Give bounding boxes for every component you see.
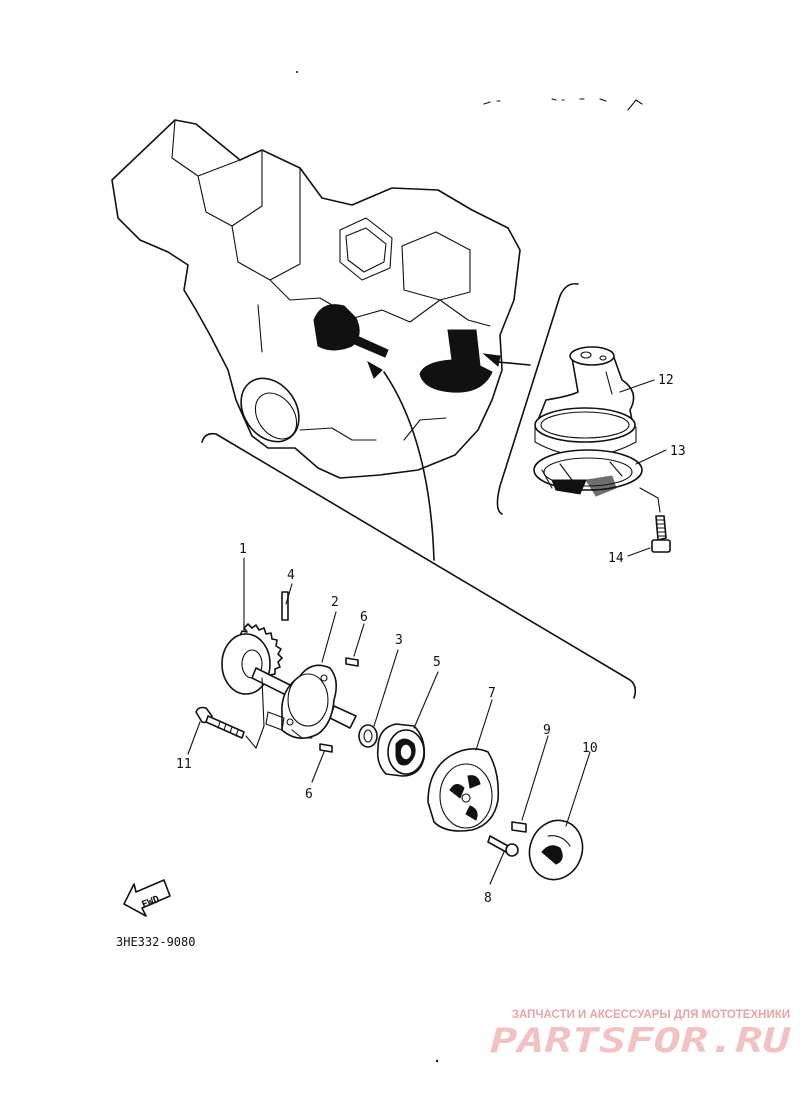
callout-3: 3: [395, 633, 403, 648]
callout-8: 8: [484, 891, 492, 906]
pump-cover: [427, 748, 500, 832]
callout-5: 5: [433, 655, 441, 670]
arrow-head-strainer: [482, 353, 501, 367]
callout-13: 13: [670, 444, 686, 459]
section-lines: [201, 282, 637, 699]
callout-labels: 1 4 2 6 3 5 7 9 10 8 6 11 12 13 14: [176, 373, 686, 906]
strainer-mount-shape: [419, 329, 493, 393]
callout-6-bottom: 6: [305, 787, 313, 802]
oil-strainer-assembly: [533, 346, 671, 553]
oil-pump-group: [195, 591, 584, 881]
arrow-head-pump: [367, 360, 383, 379]
callout-7: 7: [488, 686, 496, 701]
outer-rotor: [376, 723, 426, 777]
pump-plate: [528, 819, 584, 881]
scan-noise: [296, 71, 643, 111]
callout-12: 12: [658, 373, 674, 388]
drawing-code: 3HE332-9080: [116, 935, 195, 949]
engine-crankcase: [111, 119, 521, 479]
callout-4: 4: [287, 568, 295, 583]
callout-6-top: 6: [360, 610, 368, 625]
callout-11: 11: [176, 757, 192, 772]
fwd-arrow-icon: FWD: [123, 879, 171, 917]
callout-1: 1: [239, 542, 247, 557]
pump-housing: [265, 664, 338, 739]
watermark: ЗАПЧАСТИ И АКСЕССУАРЫ ДЛЯ МОТОТЕХНИКИ PA…: [490, 1009, 792, 1061]
callout-10: 10: [582, 741, 598, 756]
watermark-brand: PARTSFOR.RU: [490, 1021, 792, 1061]
callout-9: 9: [543, 723, 551, 738]
leader-lines: [187, 379, 667, 885]
callout-14: 14: [608, 551, 624, 566]
watermark-tagline: ЗАПЧАСТИ И АКСЕССУАРЫ ДЛЯ МОТОТЕХНИКИ: [512, 1009, 790, 1021]
callout-2: 2: [331, 595, 339, 610]
